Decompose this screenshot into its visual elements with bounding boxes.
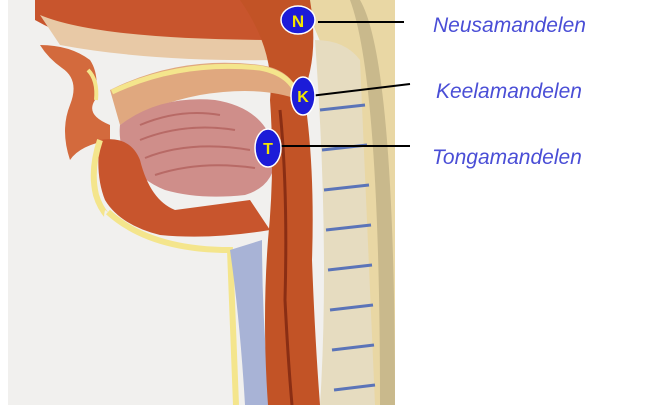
marker-letter-k: K xyxy=(297,89,309,106)
label-tongamandelen: Tongamandelen xyxy=(432,146,582,170)
marker-n: N xyxy=(281,6,315,34)
marker-letter-t: T xyxy=(263,141,273,158)
label-keelamandelen: Keelamandelen xyxy=(436,80,582,104)
marker-letter-n: N xyxy=(292,12,304,31)
marker-t: T xyxy=(255,129,281,167)
label-neusamandelen: Neusamandelen xyxy=(433,14,586,38)
marker-k: K xyxy=(291,77,315,115)
